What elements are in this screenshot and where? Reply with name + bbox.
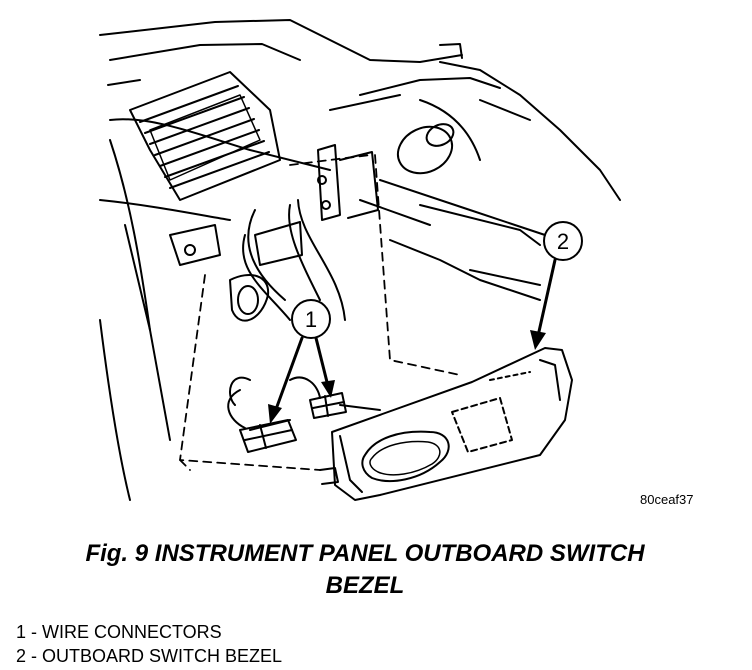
wire-connectors [239,392,347,453]
wiring-harness [227,199,381,431]
outboard-switch-bezel [319,347,573,501]
caption-line-1: Fig. 9 INSTRUMENT PANEL OUTBOARD SWITCH [85,540,645,567]
callout-1-arrowheads [268,380,335,424]
callout-2-circle [543,221,583,261]
callout-2-number: 2 [557,229,569,254]
legend-item-wire-connectors: 1 - WIRE CONNECTORS [16,622,222,642]
callout-1-leaders [273,336,330,414]
callout-2-arrowhead [530,330,546,350]
dashboard-outline [99,19,621,501]
legend: 1 - WIRE CONNECTORS 2 - OUTBOARD SWITCH … [16,620,282,668]
instrument-panel-illustration: 1 2 [99,19,621,501]
hidden-lines [179,154,461,471]
air-vent [129,71,281,201]
callout-1-number: 1 [305,307,317,332]
caption-line-2: BEZEL [325,572,405,599]
figure-id: 80ceaf37 [640,492,694,507]
figure-caption: Fig. 9 INSTRUMENT PANEL OUTBOARD SWITCH … [0,538,730,602]
legend-item-outboard-switch-bezel: 2 - OUTBOARD SWITCH BEZEL [16,646,283,666]
callout-1-circle [291,299,331,339]
dash-knob [396,43,463,175]
switch-cavity-bracket [169,144,379,322]
callout-2-leader [536,258,557,338]
